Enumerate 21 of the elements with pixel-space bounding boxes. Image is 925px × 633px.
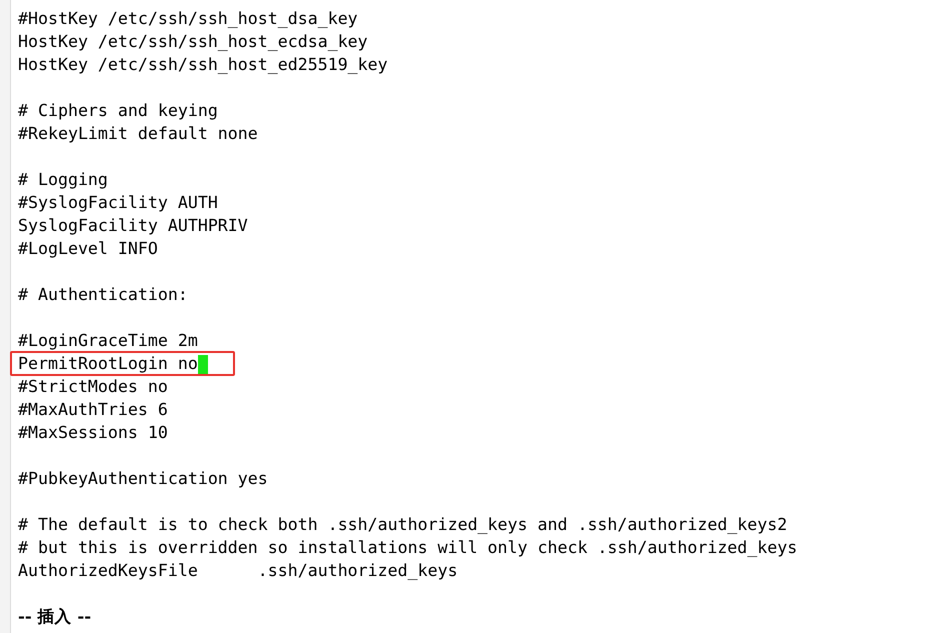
config-line: #MaxSessions 10 bbox=[18, 422, 168, 444]
config-line: HostKey /etc/ssh/ssh_host_ed25519_key bbox=[18, 54, 388, 76]
config-line: SyslogFacility AUTHPRIV bbox=[18, 214, 248, 236]
config-line: # The default is to check both .ssh/authorized_keys and .ssh/authorized_keys2 bbox=[18, 514, 788, 536]
config-line: AuthorizedKeysFile .ssh/authorized_keys bbox=[18, 560, 458, 582]
config-line: #HostKey /etc/ssh/ssh_host_dsa_key bbox=[18, 8, 358, 30]
config-line: #RekeyLimit default none bbox=[18, 122, 258, 144]
config-line: #PubkeyAuthentication yes bbox=[18, 468, 268, 490]
config-line: #MaxAuthTries 6 bbox=[18, 398, 168, 420]
config-line: #SyslogFacility AUTH bbox=[18, 192, 218, 214]
config-line: HostKey /etc/ssh/ssh_host_ecdsa_key bbox=[18, 30, 368, 52]
config-line: # Logging bbox=[18, 168, 108, 190]
config-line: #LoginGraceTime 2m bbox=[18, 330, 198, 352]
status-line: -- 插入 -- bbox=[18, 604, 92, 628]
highlight-box bbox=[10, 350, 235, 376]
config-line: # Ciphers and keying bbox=[18, 100, 218, 122]
config-line: #StrictModes no bbox=[18, 376, 168, 398]
config-line: # Authentication: bbox=[18, 284, 188, 306]
config-line: PermitRootLogin no bbox=[18, 352, 198, 374]
config-line: # but this is overridden so installations will only check .ssh/authorized_keys bbox=[18, 536, 798, 558]
config-line: #LogLevel INFO bbox=[18, 238, 158, 260]
